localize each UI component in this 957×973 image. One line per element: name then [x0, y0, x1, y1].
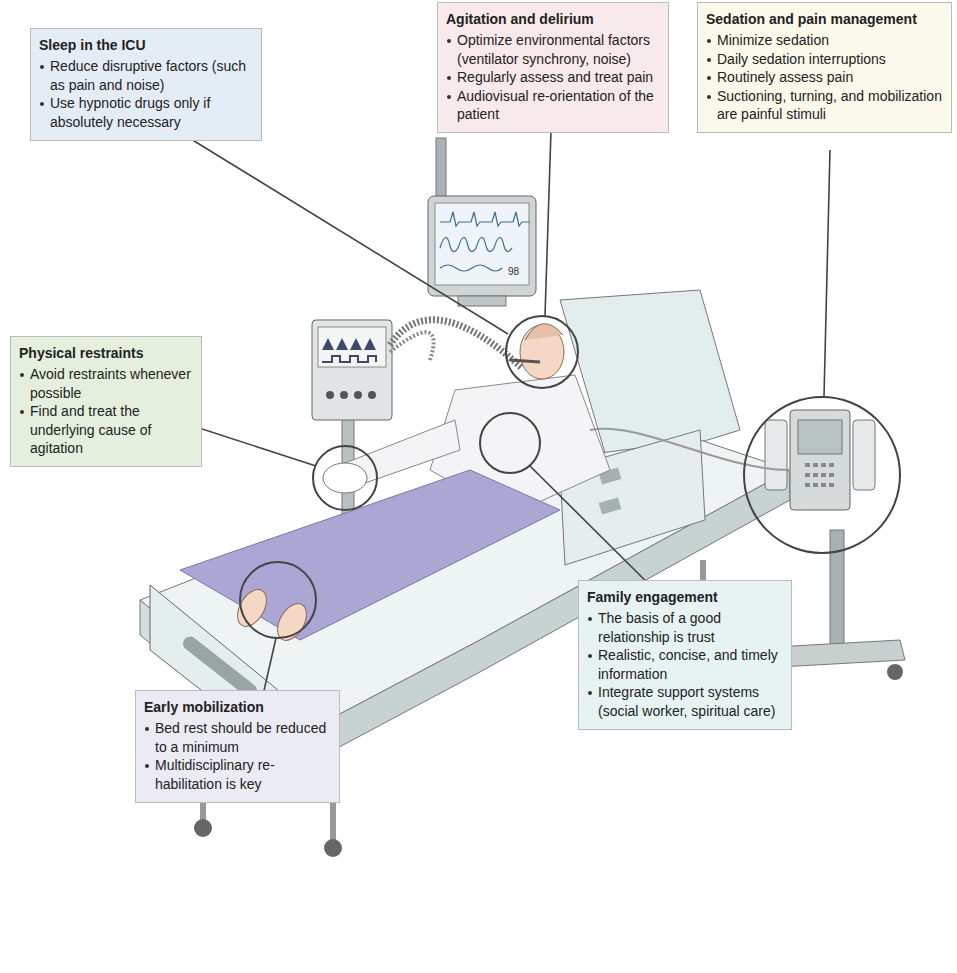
callout-box: Early mobilizationBed rest should be red… — [135, 690, 340, 803]
ceiling-monitor-part — [440, 237, 512, 251]
ceiling-monitor-part — [440, 265, 502, 271]
bullet-text: Integrate support systems (social worker… — [587, 683, 783, 720]
bullet-text: Optimize environmental factors (ventilat… — [446, 31, 660, 68]
magnifier-circles-part — [506, 316, 578, 388]
ceiling-monitor-part — [436, 138, 446, 198]
bullet-text: Realistic, concise, and timely informati… — [587, 646, 783, 683]
box-heading: Physical restraints — [19, 344, 193, 362]
callout-box: Sleep in the ICU Reduce disruptive factor… — [30, 28, 262, 141]
bullet-text: The basis of a good relationship is trus… — [587, 609, 783, 646]
leader-lines — [150, 100, 830, 730]
patient — [180, 324, 610, 646]
bullet-text: Daily sedation interruptions — [706, 50, 943, 68]
bullet-text: Avoid restraints whenever possible — [19, 365, 193, 402]
ventilator-part — [390, 332, 434, 360]
callout-box: Family engagementThe basis of a good rel… — [578, 580, 792, 730]
box-heading: Sleep in the ICU — [39, 36, 253, 54]
infusion-pump-part — [765, 420, 787, 490]
ceiling-monitor — [428, 138, 536, 306]
patient-part — [232, 585, 273, 632]
bullet-text: Find and treat the underlying cause of a… — [19, 402, 193, 457]
bullet-text: Routinely assess pain — [706, 68, 943, 86]
box-heading: Sedation and pain management — [706, 10, 943, 28]
bullet-text: Regularly assess and treat pain — [446, 68, 660, 86]
bullet-text: Bed rest should be reduced to a minimum — [144, 719, 331, 756]
bullet-text: Audiovisual re-orientation of the patien… — [446, 87, 660, 124]
magnifier-circles-part — [240, 562, 316, 638]
bullet-text: Minimize sedation — [706, 31, 943, 49]
ventilator-part — [326, 391, 334, 399]
ventilator-part — [368, 391, 376, 399]
magnifier-circles-part — [744, 397, 900, 553]
ventilator-part — [322, 338, 376, 350]
box-heading: Family engagement — [587, 588, 783, 606]
ventilator-part — [354, 391, 362, 399]
box-heading: Agitation and delirium — [446, 10, 660, 28]
monitor-reading: 98 — [508, 266, 519, 277]
patient-part — [323, 463, 367, 493]
ventilator-part — [340, 391, 348, 399]
ventilator-part — [322, 356, 376, 362]
ventilator-part — [312, 320, 392, 420]
hospital-bed-part — [324, 839, 342, 857]
infusion-pump-part — [805, 465, 835, 485]
magnifier-circles — [240, 316, 900, 638]
infusion-pump-part — [887, 664, 903, 680]
ceiling-monitor-part — [428, 196, 536, 296]
leader-line — [160, 120, 508, 334]
callout-box: Sedation and pain managementMinimize sed… — [697, 2, 952, 133]
ceiling-monitor-part — [440, 212, 530, 226]
hospital-bed — [140, 290, 790, 857]
bullet-text: Multidisciplinary re-habilitation is key — [144, 756, 331, 793]
patient-part — [510, 360, 540, 362]
ventilator-part — [318, 327, 386, 367]
magnifier-circles-part — [480, 413, 540, 473]
infusion-pump-part — [830, 530, 844, 650]
infusion-pump-part — [798, 420, 842, 454]
infusion-pump-part — [790, 410, 850, 510]
infusion-pump-part — [853, 420, 875, 490]
ceiling-monitor-part — [435, 203, 529, 285]
leader-line — [824, 150, 830, 397]
bullet-text: Reduce disruptive factors (such as pain … — [39, 57, 253, 94]
patient-part — [180, 470, 560, 640]
hospital-bed-part — [599, 497, 622, 514]
magnifier-circles-part — [313, 446, 377, 510]
box-heading: Early mobilization — [144, 698, 331, 716]
ventilator-part — [390, 320, 522, 368]
infusion-pump-part — [590, 429, 790, 470]
patient-part — [525, 324, 563, 340]
hospital-bed-part — [194, 819, 212, 837]
ceiling-monitor-part — [458, 296, 506, 306]
bullet-text: Use hypnotic drugs only if absolutely ne… — [39, 94, 253, 131]
callout-box: Agitation and deliriumOptimize environme… — [437, 2, 669, 133]
bullet-text: Suctioning, turning, and mobilization ar… — [706, 87, 943, 124]
callout-box: Physical restraintsAvoid restraints when… — [10, 336, 202, 467]
